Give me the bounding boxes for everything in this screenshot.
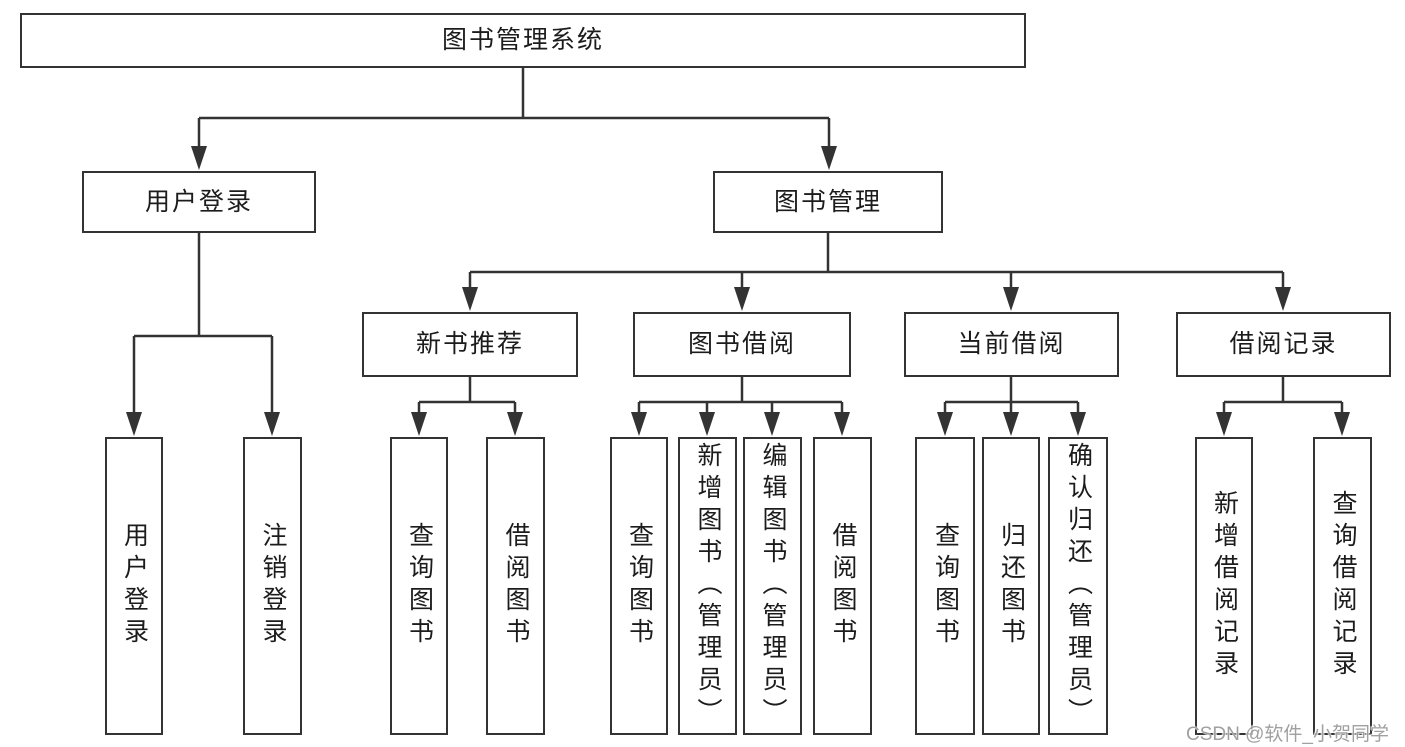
leaf-newbook-query-label: 查询图书: [405, 522, 434, 650]
leaf-borrowing-borrow-label: 借阅图书: [829, 522, 857, 650]
leaf-logout-label: 注销登录: [259, 522, 287, 650]
node-current-borrowing-label: 当前借阅: [957, 330, 1066, 358]
node-new-book-recommend-label: 新书推荐: [415, 330, 524, 358]
node-book-borrowing-label: 图书借阅: [687, 330, 796, 358]
leaf-current-confirm-admin-label: 确认归还（管理员）: [1064, 442, 1093, 730]
leaf-current-query-label: 查询图书: [931, 522, 960, 650]
node-root: 图书管理系统: [20, 13, 1026, 68]
node-root-label: 图书管理系统: [441, 26, 604, 54]
leaf-current-return-label: 归还图书: [997, 522, 1026, 650]
node-user-login-label: 用户登录: [144, 187, 253, 216]
leaf-records-query-label: 查询借阅记录: [1329, 490, 1357, 682]
leaf-newbook-borrow-label: 借阅图书: [502, 522, 530, 650]
node-book-management: 图书管理: [713, 171, 943, 233]
leaf-current-confirm-admin: 确认归还（管理员）: [1048, 437, 1108, 735]
leaf-records-add-label: 新增借阅记录: [1210, 490, 1239, 682]
leaf-borrowing-edit-admin-label: 编辑图书（管理员）: [759, 442, 787, 730]
node-new-book-recommend: 新书推荐: [362, 312, 578, 377]
node-borrowing-records: 借阅记录: [1176, 312, 1391, 377]
leaf-newbook-query: 查询图书: [390, 437, 448, 735]
leaf-borrowing-edit-admin: 编辑图书（管理员）: [743, 437, 802, 735]
leaf-logout: 注销登录: [243, 437, 302, 735]
leaf-records-add: 新增借阅记录: [1195, 437, 1253, 735]
leaf-borrowing-add-admin: 新增图书（管理员）: [678, 437, 737, 735]
leaf-user-login: 用户登录: [105, 437, 163, 735]
leaf-borrowing-add-admin-label: 新增图书（管理员）: [694, 442, 722, 730]
leaf-current-query: 查询图书: [915, 437, 975, 735]
leaf-newbook-borrow: 借阅图书: [486, 437, 545, 735]
node-user-login: 用户登录: [82, 171, 316, 233]
leaf-records-query: 查询借阅记录: [1313, 437, 1372, 735]
leaf-borrowing-query: 查询图书: [610, 437, 668, 735]
leaf-borrowing-query-label: 查询图书: [625, 522, 654, 650]
csdn-watermark: CSDN @软件_小贺同学: [1186, 724, 1389, 745]
node-borrowing-records-label: 借阅记录: [1229, 330, 1338, 358]
node-book-management-label: 图书管理: [773, 187, 882, 216]
leaf-user-login-label: 用户登录: [120, 522, 149, 650]
leaf-borrowing-borrow: 借阅图书: [813, 437, 872, 735]
node-current-borrowing: 当前借阅: [904, 312, 1119, 377]
leaf-current-return: 归还图书: [982, 437, 1040, 735]
node-book-borrowing: 图书借阅: [633, 312, 851, 377]
